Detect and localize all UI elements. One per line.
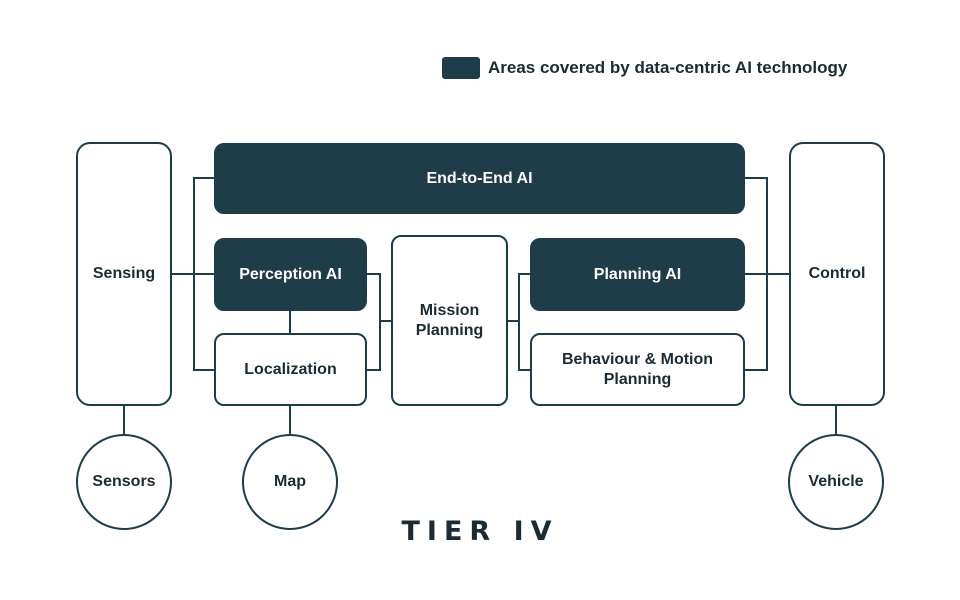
map-label: Map: [274, 473, 306, 490]
behaviour-label-line2: Planning: [603, 370, 672, 388]
perception-ai-box: Perception AI: [214, 238, 367, 311]
perception-mission-connector: [367, 273, 381, 371]
legend-label: Areas covered by data-centric AI technol…: [488, 58, 848, 77]
mission-planning-label-line1: Mission: [419, 301, 480, 319]
planning-ai-box: Planning AI: [530, 238, 745, 311]
left-bus-line: [193, 177, 214, 371]
localization-label: Localization: [244, 360, 337, 378]
control-label: Control: [808, 265, 866, 282]
sensing-box: Sensing: [76, 142, 172, 406]
sensors-circle: Sensors: [76, 434, 172, 530]
mission-planning-label-line2: Planning: [415, 321, 484, 339]
tier-iv-logo: TIER IV: [401, 515, 559, 547]
end-to-end-ai-label: End-to-End AI: [426, 169, 533, 187]
behaviour-label-line1: Behaviour & Motion: [561, 350, 714, 368]
map-circle: Map: [242, 434, 338, 530]
vehicle-label: Vehicle: [808, 473, 864, 490]
sensing-label: Sensing: [92, 265, 156, 282]
sensors-label: Sensors: [92, 473, 156, 490]
control-box: Control: [789, 142, 885, 406]
legend: Areas covered by data-centric AI technol…: [442, 57, 847, 79]
legend-swatch: [442, 57, 480, 79]
vehicle-circle: Vehicle: [788, 434, 884, 530]
localization-box: Localization: [214, 333, 367, 406]
end-to-end-ai-box: End-to-End AI: [214, 143, 745, 214]
behaviour-motion-planning-box: Behaviour & Motion Planning: [530, 333, 745, 406]
planning-bracket-line: [518, 273, 530, 371]
perception-ai-label: Perception AI: [239, 265, 342, 283]
planning-ai-label: Planning AI: [593, 265, 682, 283]
mission-planning-box: Mission Planning: [391, 235, 508, 406]
